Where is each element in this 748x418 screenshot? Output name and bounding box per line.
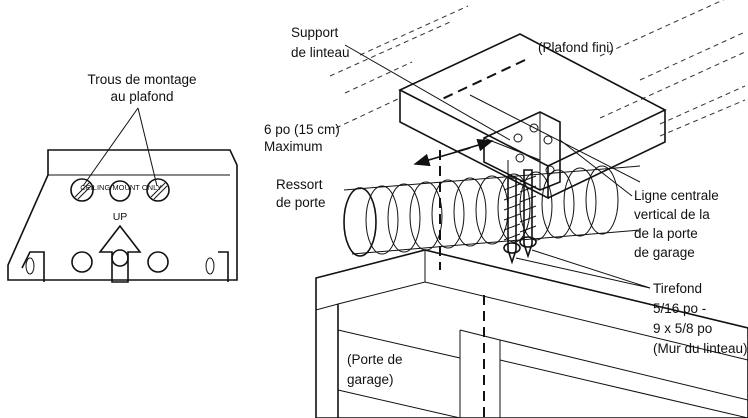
spring-label-line2: de porte (276, 195, 326, 210)
garage-door-spring (343, 165, 641, 257)
max-distance-label-line1: 6 po (15 cm) (264, 122, 340, 137)
up-arrow-hole (111, 249, 129, 267)
bracket-left-tab (21, 251, 45, 282)
centerline-label-line2: vertical de la (634, 207, 710, 222)
finished-ceiling-plane (329, 0, 746, 137)
mounting-holes-label-line2: au plafond (110, 89, 173, 104)
ceiling-mount-only-text: CEILING MOUNT ONLY (80, 183, 161, 192)
up-label: UP (113, 211, 128, 223)
garage-door-label-line1: (Porte de (347, 352, 403, 367)
centerline-pointer (559, 139, 633, 197)
centerline-label-line3: de la porte (634, 226, 698, 241)
ceiling-mount-hole-right (146, 178, 170, 202)
lintel-header (398, 33, 667, 200)
lag-screw-label-line2: 5/16 po - (653, 301, 706, 316)
lag-screw-right (519, 169, 537, 259)
centerline-label-line4: de garage (634, 245, 695, 260)
lag-screw-label-line1: Tirefond (653, 281, 702, 296)
mounting-holes-label-line1: Trous de montage (87, 72, 196, 87)
center-hole-top (109, 180, 131, 202)
centerline-label-line1: Ligne centrale (634, 188, 719, 203)
installation-view: (Plafond fini) Support de linteau (264, 0, 748, 418)
max-distance-label-line2: Maximum (264, 139, 323, 154)
spring-label-line1: Ressort (276, 177, 323, 192)
up-arrow-icon (98, 224, 142, 283)
finished-ceiling-label: (Plafond fini) (538, 40, 614, 55)
ceiling-mount-hole-left (70, 178, 94, 202)
lower-hole-left (71, 251, 93, 273)
bracket-closeup: Trous de montage au plafond CEILING MOUN… (7, 72, 238, 283)
bracket-right-tab (218, 251, 229, 282)
left-side-hole (25, 257, 35, 275)
lag-screw-label-line3: 9 x 5/8 po (653, 321, 712, 336)
lintel-bracket-label-line1: Support (291, 25, 339, 40)
bracket-plate-outline (7, 149, 238, 281)
mounting-hole-right-pointer (137, 107, 158, 187)
mounting-hole-left-pointer (82, 107, 139, 187)
lag-screw-left (503, 177, 521, 265)
garage-door-label-line2: garage) (347, 372, 394, 387)
bracket-pointer (344, 44, 511, 141)
garage-door (315, 249, 748, 418)
lag-screw-pointer (531, 249, 651, 289)
lintel-bracket-label-line2: de linteau (291, 45, 350, 60)
right-side-hole (205, 257, 215, 275)
lower-hole-right (147, 251, 169, 273)
